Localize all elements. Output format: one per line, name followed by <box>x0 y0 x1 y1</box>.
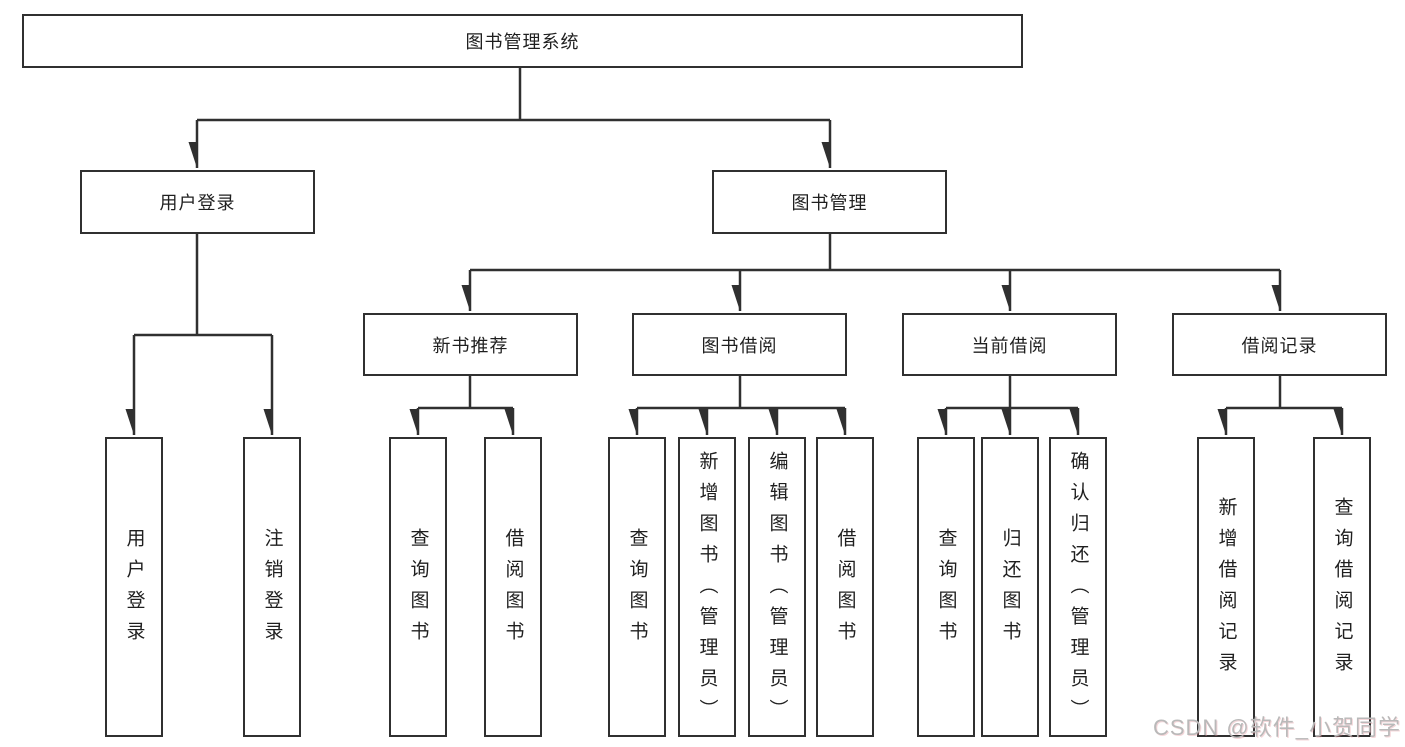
connector-new-book-recommend <box>418 376 515 435</box>
leaf-confirm-return-admin: 确认归还（管理员） <box>1049 437 1107 737</box>
leaf-borrow-books-recommend: 借阅图书 <box>484 437 542 737</box>
leaf-user-login: 用户登录 <box>105 437 163 737</box>
node-book-management: 图书管理 <box>712 170 947 234</box>
connector-user-login <box>134 234 274 435</box>
connector-borrow-records <box>1226 376 1344 435</box>
node-system-root: 图书管理系统 <box>22 14 1023 68</box>
node-user-login: 用户登录 <box>80 170 315 234</box>
node-new-book-recommend: 新书推荐 <box>363 313 578 376</box>
node-book-borrow: 图书借阅 <box>632 313 847 376</box>
leaf-edit-book-admin: 编辑图书（管理员） <box>748 437 806 737</box>
csdn-watermark: CSDN @软件_小贺同学 <box>1152 715 1401 740</box>
leaf-query-borrow-record: 查询借阅记录 <box>1313 437 1371 737</box>
leaf-query-books-borrow: 查询图书 <box>608 437 666 737</box>
node-current-borrow: 当前借阅 <box>902 313 1117 376</box>
leaf-query-books-recommend: 查询图书 <box>389 437 447 737</box>
leaf-logout: 注销登录 <box>243 437 301 737</box>
leaf-return-book: 归还图书 <box>981 437 1039 737</box>
connector-root <box>197 68 832 168</box>
leaf-borrow-books: 借阅图书 <box>816 437 874 737</box>
leaf-add-borrow-record: 新增借阅记录 <box>1197 437 1255 737</box>
node-borrow-records: 借阅记录 <box>1172 313 1387 376</box>
leaf-query-books-current: 查询图书 <box>917 437 975 737</box>
connector-book-management <box>470 234 1282 311</box>
connector-current-borrow <box>946 376 1080 435</box>
connector-book-borrow <box>637 376 847 435</box>
leaf-add-book-admin: 新增图书（管理员） <box>678 437 736 737</box>
